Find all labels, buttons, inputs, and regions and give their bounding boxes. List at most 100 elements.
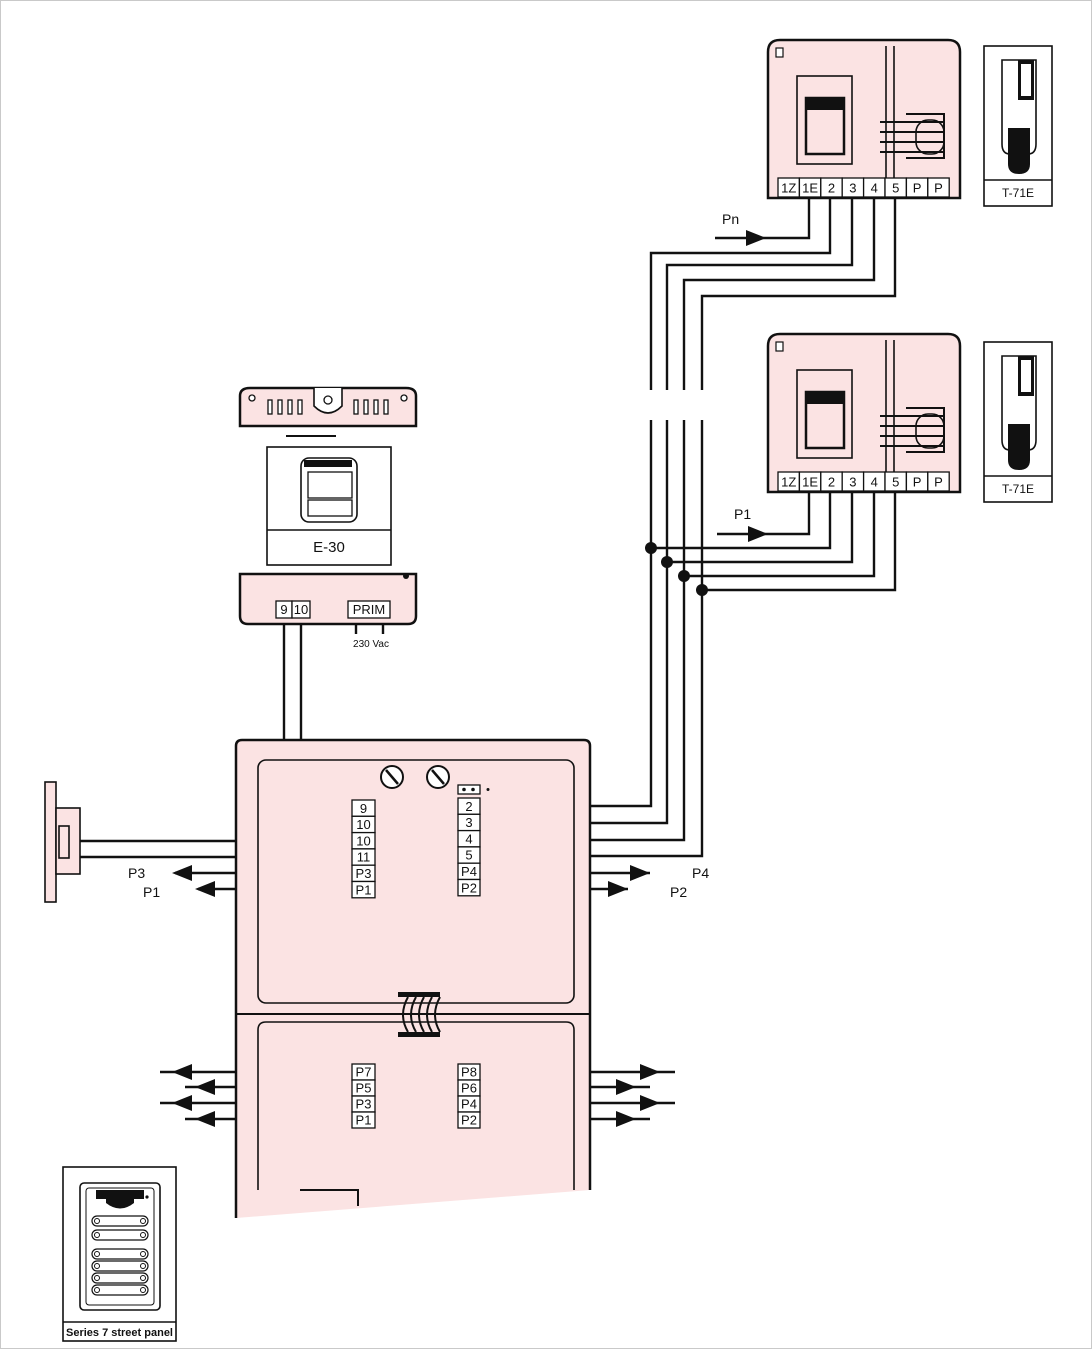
arrow-p6-out (616, 1079, 636, 1095)
panel-caption: Series 7 street panel (66, 1327, 173, 1339)
ribbon-connector-icon (398, 992, 441, 1037)
monitor-terminal-label: 1E (802, 475, 818, 490)
monitor-terminal-label: P (913, 475, 922, 490)
terminal-label: P2 (461, 880, 477, 895)
arrow-p3-out (172, 865, 192, 881)
junction-dot (645, 542, 657, 554)
handset-bottom: T-71E (983, 341, 1053, 503)
monitor-screen-band (806, 392, 844, 404)
psu-name: E-30 (313, 539, 345, 556)
handset-label: T-71E (1002, 482, 1034, 496)
call-button-icon (91, 1229, 149, 1241)
monitor-terminal-label: 3 (849, 475, 856, 490)
terminal-label: 9 (360, 801, 367, 816)
monitor-terminal (927, 471, 950, 492)
monitor-terminal-label: 3 (849, 181, 856, 196)
psu-terminal-10 (291, 600, 311, 619)
psu-terminal-label: 10 (294, 602, 308, 617)
lock-inner (58, 825, 70, 859)
terminal-box (351, 1111, 376, 1129)
button-dot (140, 1232, 146, 1238)
arrow-p3b-out (172, 1095, 192, 1111)
call-button-icon (91, 1215, 149, 1227)
jumper-icon (457, 784, 490, 795)
monitor-terminal-label: 1E (802, 181, 818, 196)
monitor-screen-band (806, 98, 844, 110)
volume-adjust-icon (426, 765, 450, 789)
arrow-pn-in (746, 230, 766, 246)
button-dot (94, 1218, 100, 1224)
handset-keypad-window (1021, 360, 1031, 392)
button-dot (94, 1232, 100, 1238)
terminal-box (351, 880, 376, 899)
lock-plate (44, 781, 57, 903)
handset-receiver-icon (1008, 424, 1030, 470)
terminal-label: 3 (465, 815, 472, 830)
monitor-hook-icon (880, 407, 945, 453)
call-label-pn: Pn (722, 211, 739, 227)
riser-2-upper (649, 196, 832, 390)
arrow-p1-in (748, 526, 768, 542)
monitor-terminal-label: 5 (892, 181, 899, 196)
volume-adjust-icon (380, 765, 404, 789)
monitor-clip (775, 47, 784, 58)
junction-dot (696, 584, 708, 596)
terminal-box (457, 1111, 481, 1129)
terminal-label: P4 (461, 1097, 477, 1112)
psu-terminal-label: 9 (280, 602, 287, 617)
monitor-terminal (927, 177, 950, 198)
call-wire-bottom (717, 490, 811, 536)
junction-dot (661, 556, 673, 568)
street-panel-icon: Series 7 street panel (62, 1166, 177, 1342)
monitor-hook-icon (880, 113, 945, 159)
psu-screw-icon (403, 573, 409, 579)
call-label-p2-right: P2 (670, 884, 687, 900)
terminal-label: P7 (356, 1065, 372, 1080)
button-dot (140, 1275, 146, 1281)
riser-5-upper (700, 196, 897, 390)
terminal-label: 5 (465, 848, 472, 863)
monitor-terminal-label: 1Z (781, 181, 796, 196)
button-dot (94, 1287, 100, 1293)
branch-3 (667, 490, 854, 564)
button-dot (140, 1218, 146, 1224)
handset-receiver-icon (1008, 128, 1030, 174)
terminal-label: 10 (356, 817, 370, 832)
button-dot (140, 1287, 146, 1293)
panel-upper-section (257, 759, 575, 1004)
riser-3-upper (665, 196, 854, 390)
power-supply-e30: E-30 9 10 PRIM 230 Vac (238, 386, 418, 650)
psu-voltage-label: 230 Vac (353, 639, 389, 650)
psu-breaker-icon (300, 457, 358, 523)
arrow-p2b-out (616, 1111, 636, 1127)
psu-mount-hole-center (323, 395, 333, 405)
call-button-icon (91, 1284, 149, 1296)
call-label-p3-left: P3 (128, 865, 145, 881)
button-dot (94, 1275, 100, 1281)
button-dot (94, 1251, 100, 1257)
terminal-label: P3 (356, 1097, 372, 1112)
terminal-label: P1 (356, 1113, 372, 1128)
riser-4-upper (682, 196, 876, 390)
terminal-label: P3 (356, 866, 372, 881)
terminal-label: P6 (461, 1081, 477, 1096)
branch-5 (702, 490, 897, 592)
terminal-label: P1 (356, 882, 372, 897)
call-button-icon (91, 1260, 149, 1272)
arrow-p1b-out (195, 1111, 215, 1127)
terminal-label: P8 (461, 1065, 477, 1080)
monitor-terminal-label: 5 (892, 475, 899, 490)
psu-vents (267, 399, 389, 415)
terminal-label: 4 (465, 831, 472, 846)
door-lock-release (44, 781, 81, 903)
call-button-icon (91, 1272, 149, 1284)
panel-bottom-edge (300, 1189, 359, 1206)
monitor-coil-icon (915, 413, 945, 449)
arrow-p5-out (195, 1079, 215, 1095)
button-dot (140, 1263, 146, 1269)
